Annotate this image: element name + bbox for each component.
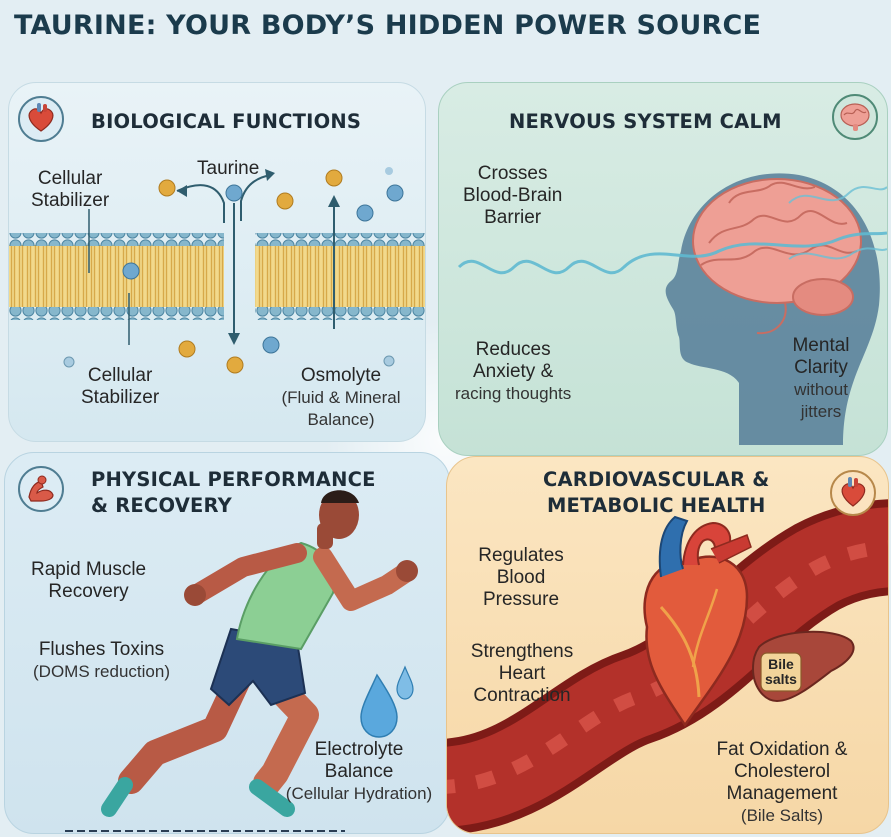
taurine-molecules bbox=[63, 167, 404, 374]
water-drops bbox=[360, 665, 414, 738]
brain-graphic bbox=[692, 178, 862, 335]
runner-illustration bbox=[65, 490, 418, 832]
head-brain-illustration bbox=[457, 173, 887, 445]
heart-icon bbox=[17, 95, 65, 143]
nervous-system-heading: NERVOUS SYSTEM CALM bbox=[509, 110, 782, 133]
cardiovascular-panel: CARDIOVASCULAR &METABOLIC HEALTH Regulat… bbox=[446, 456, 889, 834]
physical-performance-panel: PHYSICAL PERFORMANCE& RECOVERY Rapid Mus… bbox=[4, 452, 450, 834]
page-title: TAURINE: YOUR BODY’S HIDDEN POWER SOURCE bbox=[14, 10, 762, 41]
heart-graphic bbox=[643, 515, 752, 728]
runner-figure bbox=[101, 490, 418, 817]
heart-icon bbox=[829, 469, 877, 517]
cardiovascular-heading: CARDIOVASCULAR &METABOLIC HEALTH bbox=[543, 468, 770, 517]
heart-vessel-illustration bbox=[447, 499, 888, 833]
brain-icon bbox=[831, 93, 879, 141]
biological-functions-heading: BIOLOGICAL FUNCTIONS bbox=[91, 110, 362, 133]
liver-graphic bbox=[751, 630, 855, 703]
flushes-toxins-label: Flushes Toxins (DOMS reduction) bbox=[33, 639, 170, 681]
osmolyte-label: Osmolyte (Fluid & Mineral Balance) bbox=[281, 365, 401, 429]
flexed-arm-icon bbox=[17, 465, 65, 513]
physical-performance-heading: PHYSICAL PERFORMANCE& RECOVERY bbox=[91, 468, 376, 517]
taurine-label: Taurine bbox=[197, 158, 260, 179]
cell-membrane-illustration bbox=[9, 167, 425, 374]
